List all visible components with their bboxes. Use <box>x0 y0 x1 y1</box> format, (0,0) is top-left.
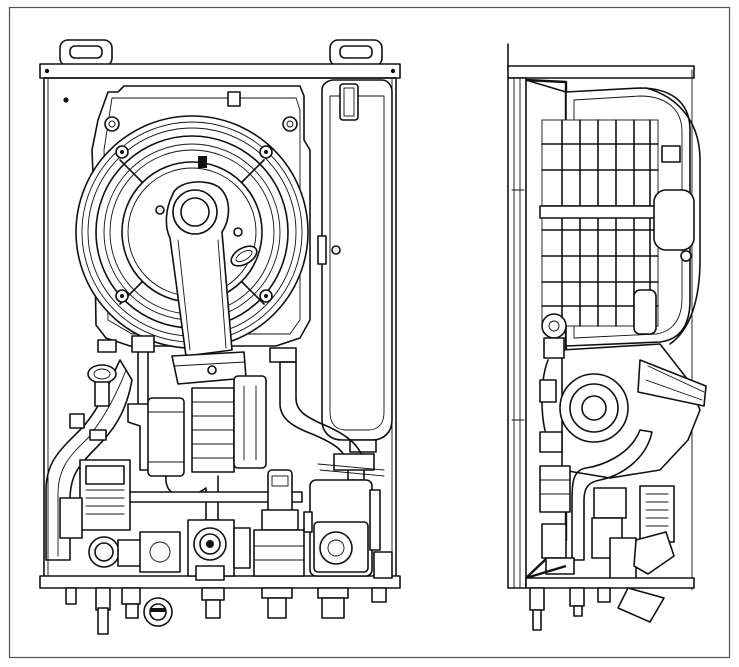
pipe-left-loop <box>45 359 133 561</box>
side-top-rail <box>507 65 695 79</box>
flue-pipe <box>165 181 247 385</box>
expansion-vessel <box>317 79 393 453</box>
carry-handle-left <box>59 39 113 67</box>
side-back-plate <box>507 77 527 589</box>
side-bottom-rail <box>525 577 695 589</box>
side-fan-housing <box>541 313 707 479</box>
top-rail <box>39 63 401 79</box>
front-view <box>39 39 401 635</box>
gas-valve <box>187 519 251 581</box>
outer-border <box>8 6 731 659</box>
side-lower-components <box>539 465 675 581</box>
side-pipe-loop <box>571 429 653 561</box>
bottom-connections <box>65 587 387 635</box>
side-pump-head <box>639 485 675 543</box>
carry-handle-right <box>329 39 383 67</box>
circulation-pump <box>303 479 393 579</box>
plate-heat-exchanger <box>59 459 131 539</box>
side-view <box>507 43 707 631</box>
side-bottom-connections <box>529 587 665 631</box>
ignition-control-stack <box>191 347 297 473</box>
